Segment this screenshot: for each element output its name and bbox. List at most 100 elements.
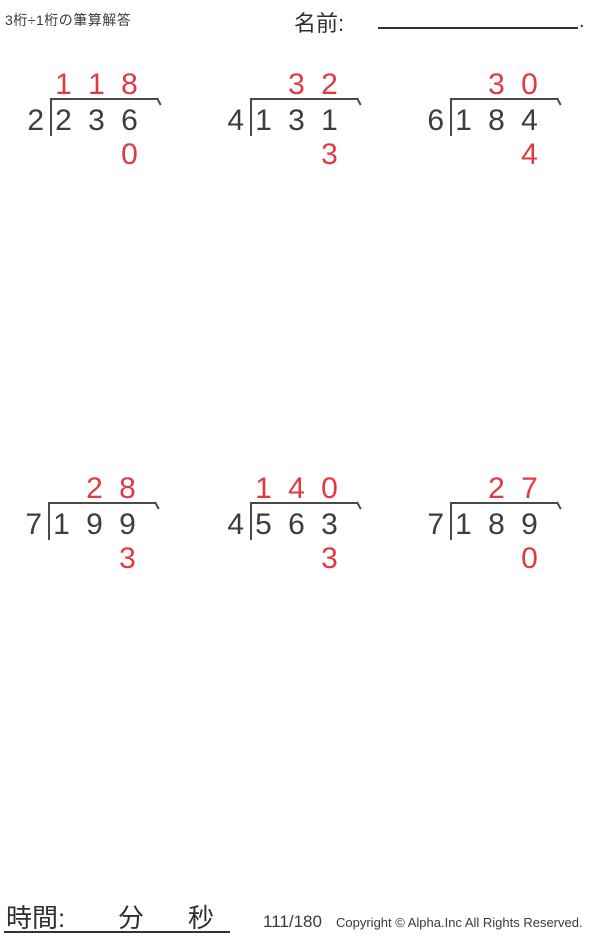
quotient-digit: 2 [488, 472, 505, 505]
remainder-digit [247, 140, 280, 170]
quotient-digit: 4 [288, 472, 305, 505]
dividend-digit: 8 [488, 104, 505, 137]
dividend-row: 1 8 9 [447, 510, 546, 540]
name-line-period: . [579, 10, 585, 32]
division-bracket-top [450, 502, 558, 504]
quotient-digit: 1 [55, 68, 72, 101]
dividend-row: 1 9 9 [45, 510, 144, 540]
quotient-digit: 1 [255, 472, 272, 505]
division-bracket-side [250, 502, 252, 540]
dividend-digit: 6 [121, 104, 138, 137]
division-problem-5: 1 4 0 4 5 6 3 3 [216, 474, 376, 584]
remainder-digit [80, 140, 113, 170]
remainder-row: 4 [447, 140, 546, 170]
remainder-digit [480, 544, 513, 574]
division-bracket-side [50, 98, 52, 136]
dividend-row: 1 3 1 [247, 106, 346, 136]
quotient-digit: 0 [521, 68, 538, 101]
quotient-digit: 2 [321, 68, 338, 101]
division-bracket-top [250, 502, 358, 504]
quotient-digit: 3 [288, 68, 305, 101]
dividend-digit: 3 [88, 104, 105, 137]
remainder-digit [45, 544, 78, 574]
division-bracket-tick [154, 501, 160, 510]
divisor: 4 [227, 508, 244, 541]
division-bracket-top [250, 98, 358, 100]
divisor: 2 [27, 104, 44, 137]
division-bracket-tick [356, 97, 362, 106]
dividend-digit: 2 [55, 104, 72, 137]
copyright-notice: Copyright © Alpha.Inc All Rights Reserve… [336, 915, 583, 930]
remainder-digit [78, 544, 111, 574]
time-blank-line [4, 931, 230, 933]
time-block: 時間: 分 秒 [0, 896, 234, 938]
dividend-digit: 1 [53, 508, 70, 541]
quotient-row: 3 0 [447, 70, 546, 100]
dividend-row: 1 8 4 [447, 106, 546, 136]
quotient-digit [447, 474, 480, 504]
quotient-digit [45, 474, 78, 504]
dividend-row: 5 6 3 [247, 510, 346, 540]
dividend-digit: 9 [521, 508, 538, 541]
division-problem-1: 1 1 8 2 2 3 6 0 [16, 70, 176, 180]
division-bracket-side [48, 502, 50, 540]
division-bracket-tick [556, 501, 562, 510]
remainder-digit: 3 [119, 542, 136, 575]
division-bracket-tick [556, 97, 562, 106]
dividend-digit: 1 [255, 104, 272, 137]
remainder-digit [280, 544, 313, 574]
quotient-digit: 7 [521, 472, 538, 505]
quotient-digit: 2 [86, 472, 103, 505]
dividend-digit: 1 [455, 104, 472, 137]
division-bracket-top [50, 98, 158, 100]
remainder-row: 0 [47, 140, 146, 170]
division-bracket-tick [356, 501, 362, 510]
dividend-digit: 5 [255, 508, 272, 541]
quotient-digit [247, 70, 280, 100]
remainder-row: 3 [247, 140, 346, 170]
quotient-digit: 8 [119, 472, 136, 505]
quotient-row: 1 4 0 [247, 474, 346, 504]
division-bracket-side [450, 502, 452, 540]
minutes-label: 分 [118, 903, 145, 933]
remainder-digit: 4 [521, 138, 538, 171]
division-problem-6: 2 7 7 1 8 9 0 [416, 474, 576, 584]
dividend-digit: 1 [321, 104, 338, 137]
division-bracket-top [48, 502, 156, 504]
remainder-row: 3 [45, 544, 144, 574]
remainder-digit [47, 140, 80, 170]
division-bracket-side [450, 98, 452, 136]
remainder-digit [447, 544, 480, 574]
dividend-digit: 9 [119, 508, 136, 541]
dividend-digit: 3 [288, 104, 305, 137]
remainder-digit [480, 140, 513, 170]
quotient-digit: 1 [88, 68, 105, 101]
division-bracket-tick [156, 97, 162, 106]
remainder-row: 0 [447, 544, 546, 574]
division-problem-2: 3 2 4 1 3 1 3 [216, 70, 376, 180]
remainder-digit: 0 [521, 542, 538, 575]
division-problem-3: 3 0 6 1 8 4 4 [416, 70, 576, 180]
page-number: 111/180 [263, 912, 322, 931]
dividend-digit: 9 [86, 508, 103, 541]
quotient-digit: 8 [121, 68, 138, 101]
divisor: 6 [427, 104, 444, 137]
quotient-row: 1 1 8 [47, 70, 146, 100]
dividend-digit: 8 [488, 508, 505, 541]
remainder-digit [247, 544, 280, 574]
name-label: 名前: [294, 11, 345, 36]
quotient-row: 3 2 [247, 70, 346, 100]
time-label: 時間: [6, 903, 66, 933]
quotient-digit: 0 [321, 472, 338, 505]
remainder-digit: 0 [121, 138, 138, 171]
dividend-digit: 1 [455, 508, 472, 541]
quotient-digit: 3 [488, 68, 505, 101]
division-bracket-side [250, 98, 252, 136]
dividend-digit: 4 [521, 104, 538, 137]
dividend-digit: 6 [288, 508, 305, 541]
remainder-digit: 3 [321, 138, 338, 171]
division-problem-4: 2 8 7 1 9 9 3 [14, 474, 174, 584]
seconds-label: 秒 [188, 903, 215, 933]
divisor: 7 [427, 508, 444, 541]
